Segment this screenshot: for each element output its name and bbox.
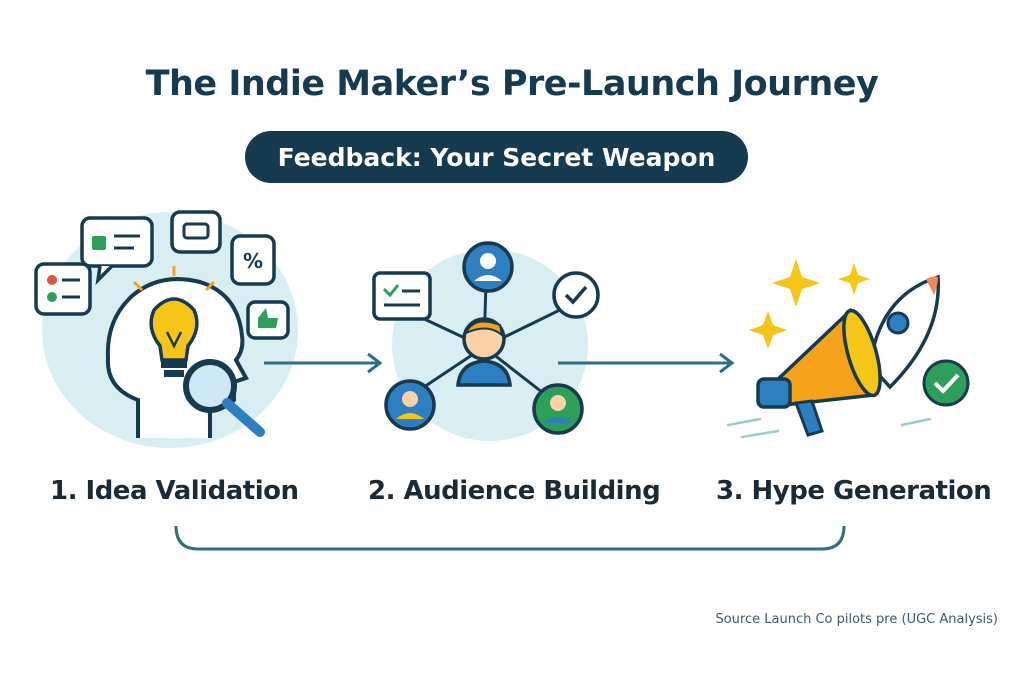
arrow-right-icon — [558, 352, 735, 374]
stage-label-idea-validation: 1. Idea Validation — [50, 476, 299, 506]
motion-lines — [726, 417, 932, 439]
subtitle-pill: Feedback: Your Secret Weapon — [245, 131, 748, 183]
subtitle-text: Feedback: Your Secret Weapon — [277, 142, 716, 172]
svg-text:%: % — [243, 249, 263, 273]
page-title: The Indie Maker’s Pre-Launch Journey — [145, 64, 879, 104]
check-circle-icon — [552, 271, 600, 319]
percent-bubble-icon: % — [230, 234, 276, 286]
idea-validation-illustration: % — [34, 210, 298, 448]
arrow-right-icon — [264, 352, 383, 374]
avatar-left-icon — [384, 379, 436, 431]
check-badge-icon — [922, 359, 970, 407]
checklist-card-icon — [372, 271, 432, 321]
megaphone-icon — [756, 307, 882, 437]
source-caption: Source Launch Co pilots pre (UGC Analysi… — [715, 612, 998, 627]
avatar-right-icon — [532, 383, 584, 435]
magnifier-icon — [183, 359, 265, 437]
rocket-icon — [868, 274, 941, 390]
chat-bubble-icon — [170, 210, 222, 254]
audience-building-illustration — [372, 241, 600, 441]
stage-label-hype-generation: 3. Hype Generation — [716, 476, 992, 506]
avatar-top-icon — [462, 241, 514, 293]
sparkle-icon — [749, 259, 870, 349]
thumbs-up-icon — [246, 300, 290, 340]
avatar-center-icon — [456, 317, 512, 387]
stage-label-audience-building: 2. Audience Building — [368, 476, 661, 506]
thumbs-up-bubble-icon — [80, 216, 154, 285]
lightbulb-icon — [132, 266, 216, 377]
hype-generation-illustration — [726, 259, 970, 439]
profile-card-bubble-icon — [34, 262, 92, 316]
